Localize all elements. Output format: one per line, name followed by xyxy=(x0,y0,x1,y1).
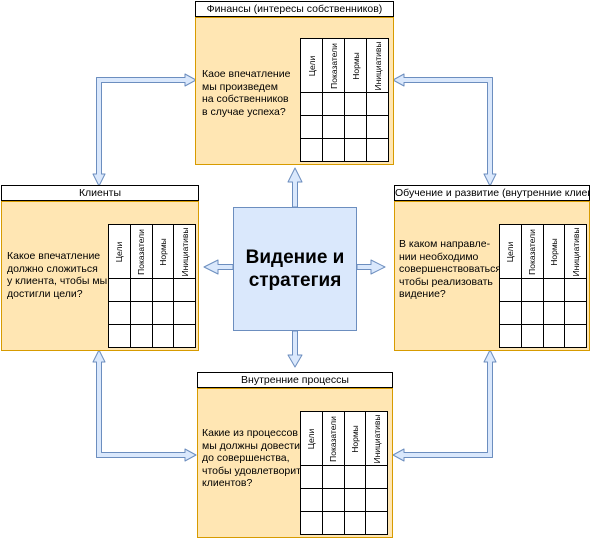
kpi-cell xyxy=(520,301,544,325)
kpi-cell xyxy=(151,278,175,302)
kpi-header-indicators: Показатели xyxy=(520,224,544,279)
kpi-cell xyxy=(520,324,544,348)
kpi-cell xyxy=(321,465,345,489)
perspective-title: Внутренние процессы xyxy=(197,372,393,388)
kpi-cell xyxy=(366,115,389,139)
kpi-cell xyxy=(129,301,153,325)
kpi-cell xyxy=(542,301,566,325)
arrow-center-to-processes xyxy=(287,330,303,368)
arrow-finance-clients xyxy=(92,73,197,187)
kpi-header-initiatives: Инициативы xyxy=(173,224,196,279)
kpi-cell xyxy=(365,488,388,512)
kpi-cell xyxy=(300,92,323,116)
kpi-cell xyxy=(173,301,196,325)
kpi-cell xyxy=(108,301,131,325)
kpi-cell xyxy=(542,324,566,348)
kpi-header-goals: Цели xyxy=(300,411,323,466)
kpi-header-indicators: Показатели xyxy=(321,411,345,466)
kpi-cell xyxy=(151,301,175,325)
kpi-cell xyxy=(343,511,367,535)
kpi-cell xyxy=(300,138,323,162)
kpi-cell xyxy=(151,324,175,348)
perspective-body: Каое впечатление мы произведем на собств… xyxy=(195,17,394,165)
kpi-header-goals: Цели xyxy=(300,38,323,93)
arrow-center-to-finance xyxy=(287,167,303,208)
kpi-cell xyxy=(343,488,367,512)
kpi-cell xyxy=(108,278,131,302)
kpi-cell xyxy=(300,465,323,489)
kpi-header-initiatives: Инициативы xyxy=(564,224,587,279)
kpi-cell xyxy=(129,278,153,302)
kpi-cell xyxy=(300,115,323,139)
perspective-body: Какие из процессов , мы должны довести д… xyxy=(197,388,393,538)
perspective-title: Финансы (интересы собственников) xyxy=(195,1,394,17)
vision-strategy-label: Видение и стратегия xyxy=(245,247,345,291)
perspective-question: Какое впечатление должно сложиться у кли… xyxy=(7,250,108,300)
perspective-body: Какое впечатление должно сложиться у кли… xyxy=(1,201,199,351)
kpi-cell xyxy=(366,138,389,162)
kpi-header-norms: Нормы xyxy=(151,224,175,279)
kpi-cell xyxy=(322,115,345,139)
kpi-cell xyxy=(365,465,388,489)
kpi-cell xyxy=(542,278,566,302)
perspective-title: Клиенты xyxy=(1,185,199,201)
kpi-header-initiatives: Инициативы xyxy=(365,411,388,466)
kpi-table: Цели Показатели Нормы Инициативы xyxy=(108,224,196,348)
kpi-cell xyxy=(108,324,131,348)
kpi-cell xyxy=(499,324,522,348)
arrow-center-to-clients xyxy=(203,259,234,275)
kpi-header-indicators: Показатели xyxy=(129,224,153,279)
perspective-processes: Внутренние процессы Какие из процессов ,… xyxy=(197,372,393,538)
kpi-cell xyxy=(173,278,196,302)
kpi-header-norms: Нормы xyxy=(542,224,566,279)
kpi-header-norms: Нормы xyxy=(344,38,367,93)
kpi-header-norms: Нормы xyxy=(343,411,367,466)
kpi-cell xyxy=(344,92,367,116)
kpi-cell xyxy=(520,278,544,302)
perspective-question: В каком направле- нии необходимо соверше… xyxy=(399,238,502,300)
kpi-header-goals: Цели xyxy=(499,224,522,279)
kpi-cell xyxy=(564,301,587,325)
kpi-cell xyxy=(564,324,587,348)
kpi-header-goals: Цели xyxy=(108,224,131,279)
kpi-cell xyxy=(499,278,522,302)
kpi-cell xyxy=(499,301,522,325)
perspective-question: Какие из процессов , мы должны довести д… xyxy=(202,427,307,489)
kpi-cell xyxy=(300,511,323,535)
kpi-cell xyxy=(129,324,153,348)
kpi-cell xyxy=(321,511,345,535)
vision-strategy-box: Видение и стратегия xyxy=(233,207,357,331)
arrow-finance-learning xyxy=(392,73,497,187)
arrow-learning-processes xyxy=(392,349,497,462)
kpi-cell xyxy=(365,511,388,535)
kpi-cell xyxy=(321,488,345,512)
kpi-header-initiatives: Инициативы xyxy=(366,38,389,93)
kpi-cell xyxy=(173,324,196,348)
perspective-title: Обучение и развитие (внутренние клиенты) xyxy=(394,185,590,201)
arrow-center-to-learning xyxy=(356,259,386,275)
kpi-cell xyxy=(564,278,587,302)
perspective-body: В каком направле- нии необходимо соверше… xyxy=(394,201,590,351)
perspective-finance: Финансы (интересы собственников) Каое вп… xyxy=(195,1,394,165)
kpi-table: Цели Показатели Нормы Инициативы xyxy=(499,224,587,348)
kpi-table: Цели Показатели Нормы Инициативы xyxy=(300,411,388,535)
perspective-learning: Обучение и развитие (внутренние клиенты)… xyxy=(394,185,590,351)
kpi-cell xyxy=(344,138,367,162)
kpi-table: Цели Показатели Нормы Инициативы xyxy=(300,38,389,162)
perspective-clients: Клиенты Какое впечатление должно сложить… xyxy=(1,185,199,351)
kpi-cell xyxy=(300,488,323,512)
kpi-cell xyxy=(322,92,345,116)
perspective-question: Каое впечатление мы произведем на собств… xyxy=(202,68,291,118)
kpi-header-indicators: Показатели xyxy=(322,38,345,93)
kpi-cell xyxy=(322,138,345,162)
kpi-cell xyxy=(366,92,389,116)
kpi-cell xyxy=(343,465,367,489)
arrow-clients-processes xyxy=(92,349,197,462)
kpi-cell xyxy=(344,115,367,139)
